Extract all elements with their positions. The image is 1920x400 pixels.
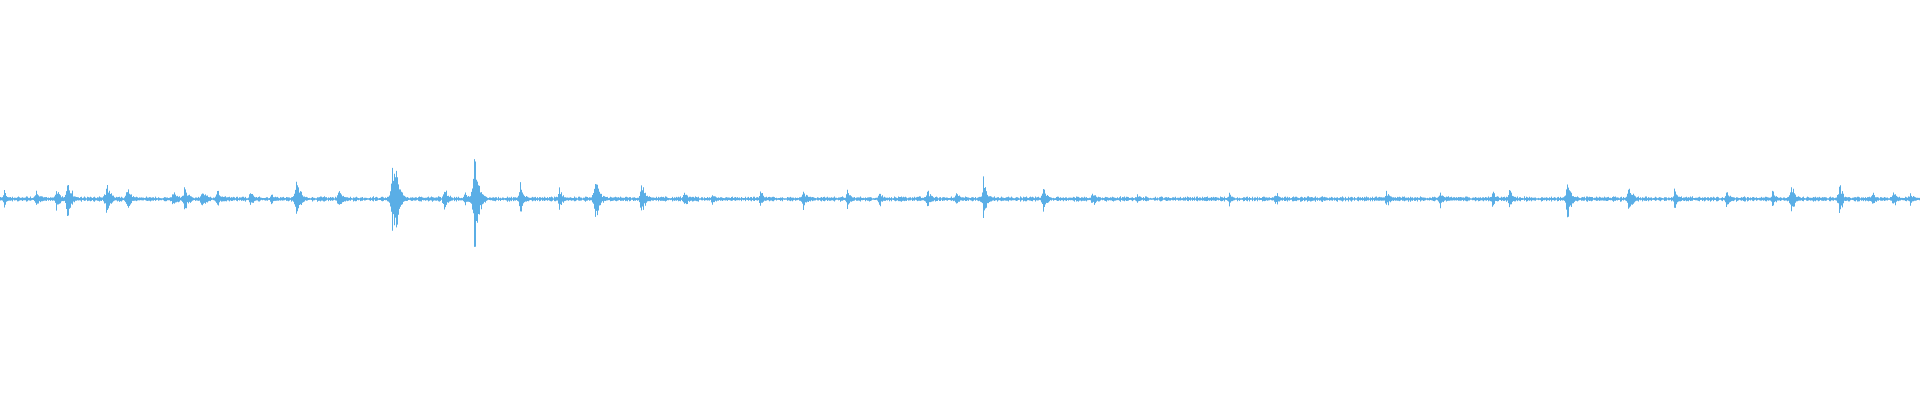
waveform-trace xyxy=(0,159,1920,247)
